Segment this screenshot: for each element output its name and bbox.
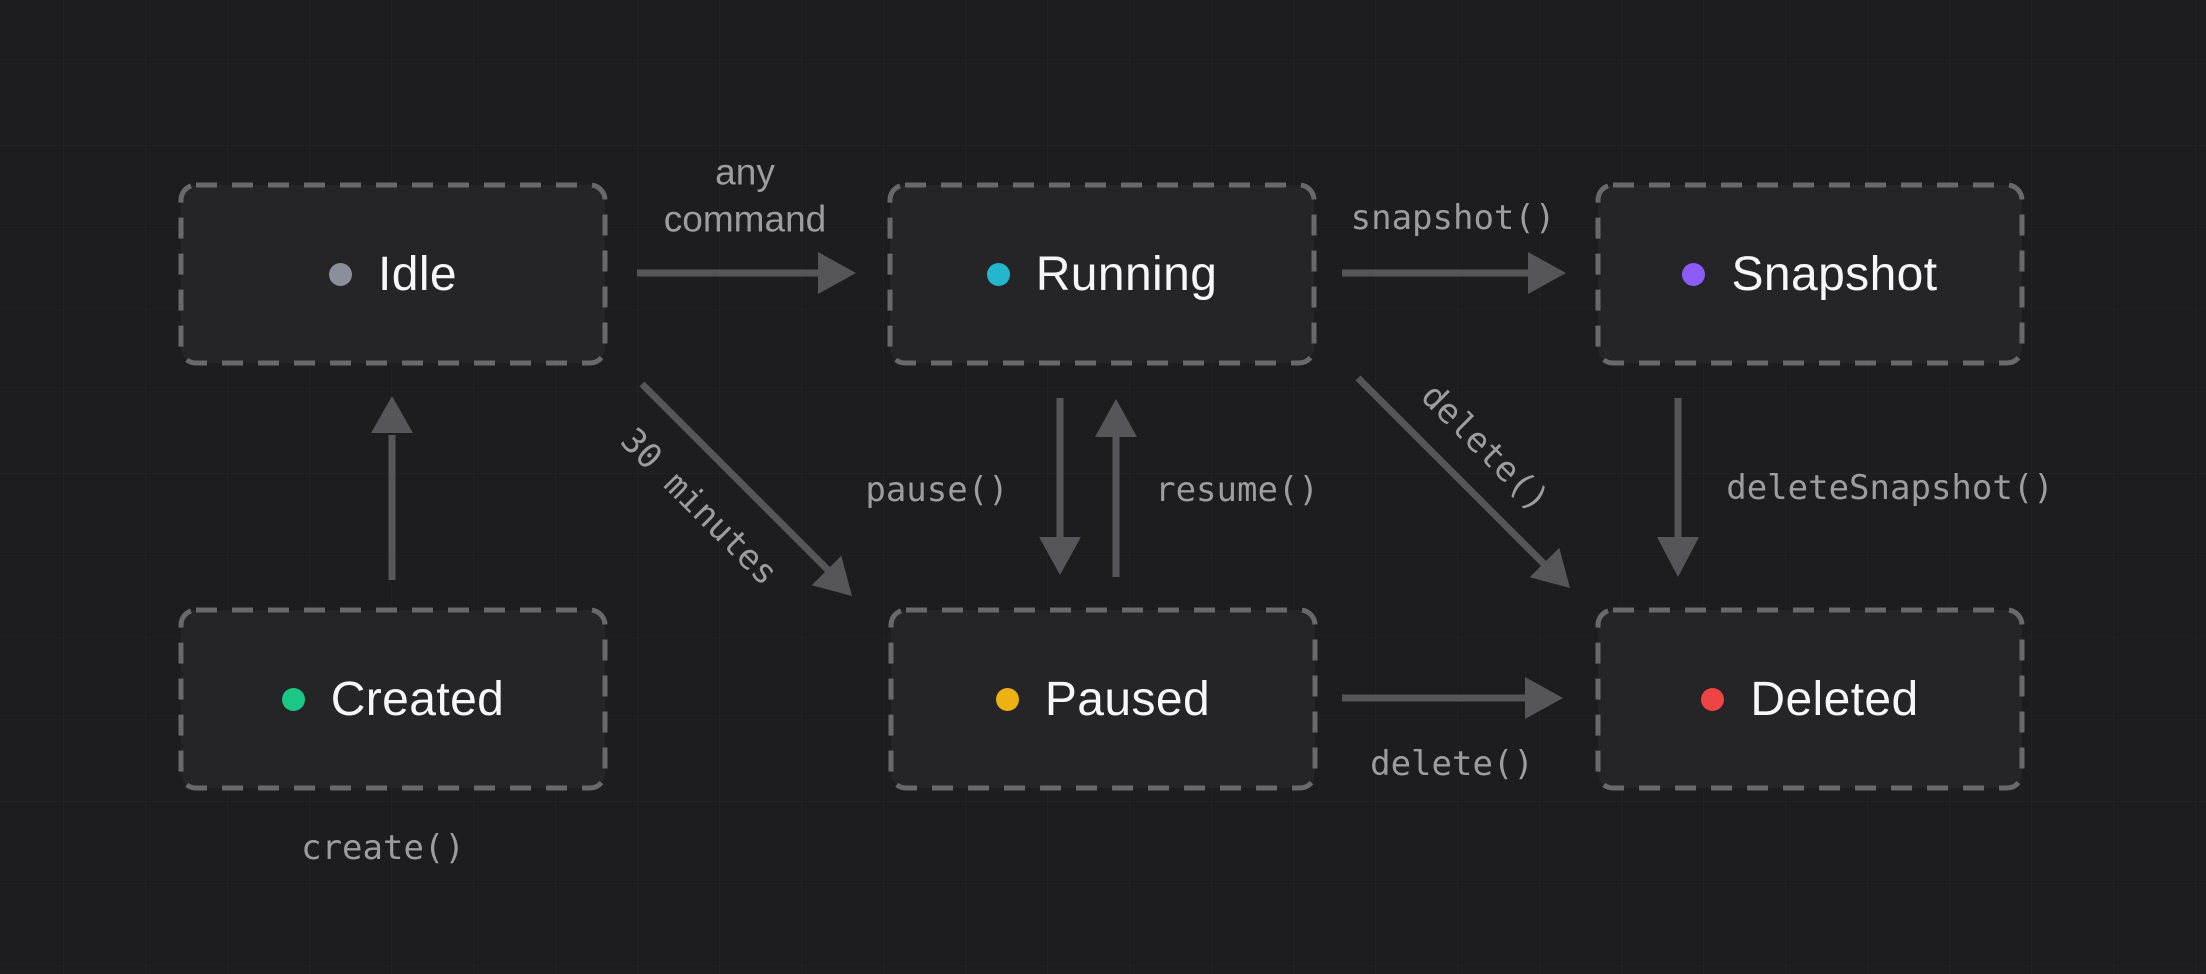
arrow-running-to-snapshot (1342, 252, 1566, 294)
state-dot-icon (1701, 687, 1725, 711)
state-label: Idle (378, 247, 457, 301)
arrow-created-to-idle (371, 396, 413, 580)
node-border (888, 607, 1318, 791)
arrow-snapshot-to-deleted (1657, 398, 1699, 577)
edge-label-create-call: create() (301, 828, 465, 868)
node-content: Paused (888, 607, 1318, 791)
arrow-running-to-paused (1039, 398, 1081, 575)
state-label: Paused (1044, 672, 1211, 726)
edge-label-any-command: any command (664, 149, 826, 244)
node-border (178, 182, 608, 366)
node-border (178, 607, 608, 791)
node-border (1595, 182, 2025, 366)
edge-label-line: command (663, 199, 827, 240)
edge-label-resume-call: resume() (1155, 470, 1319, 510)
edge-label-snapshot-call: snapshot() (1350, 198, 1556, 238)
state-dot-icon (281, 687, 305, 711)
state-label: Snapshot (1731, 247, 1938, 301)
state-node-deleted: Deleted (1595, 607, 2025, 791)
state-node-idle: Idle (178, 182, 608, 366)
node-content: Running (887, 182, 1317, 366)
node-content: Idle (178, 182, 608, 366)
state-node-snapshot: Snapshot (1595, 182, 2025, 366)
arrow-idle-to-paused (639, 381, 852, 596)
state-node-running: Running (887, 182, 1317, 366)
node-content: Created (178, 607, 608, 791)
state-label: Running (1035, 247, 1218, 301)
edge-label-line: any (715, 151, 775, 193)
state-node-created: Created (178, 607, 608, 791)
state-dot-icon (1682, 262, 1706, 286)
edge-label-delete-call-bottom: delete() (1370, 744, 1534, 784)
state-label: Created (330, 672, 505, 726)
node-content: Deleted (1595, 607, 2025, 791)
state-label: Deleted (1750, 672, 1919, 726)
edge-label-pause-call: pause() (865, 470, 1009, 510)
node-content: Snapshot (1595, 182, 2025, 366)
arrow-idle-to-running (637, 252, 856, 294)
node-border (887, 182, 1317, 366)
state-dot-icon (329, 262, 352, 286)
arrow-paused-to-running (1095, 399, 1137, 577)
edge-label-delete-snapshot-call: deleteSnapshot() (1726, 468, 2054, 508)
state-node-paused: Paused (888, 607, 1318, 791)
state-dot-icon (986, 262, 1010, 286)
arrow-paused-to-deleted (1342, 677, 1563, 719)
arrow-running-to-deleted (1355, 375, 1570, 588)
node-border (1595, 607, 2025, 791)
state-dot-icon (995, 687, 1019, 711)
